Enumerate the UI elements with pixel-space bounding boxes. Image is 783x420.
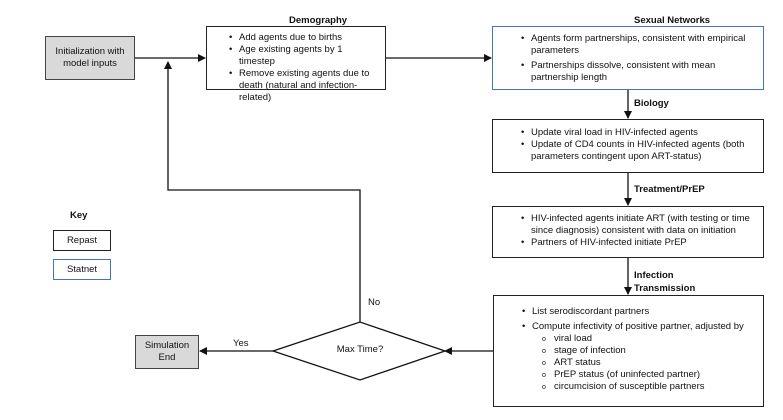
treatment-box: HIV-infected agents initiate ART (with t… — [492, 206, 764, 258]
infection-title-line2: Transmission — [634, 283, 696, 294]
demography-list: Add agents due to births Age existing ag… — [227, 32, 379, 104]
demography-box: Add agents due to births Age existing ag… — [206, 26, 386, 103]
infection-item: Compute infectivity of positive partner,… — [522, 321, 757, 333]
simulation-end-box: Simulation End — [135, 335, 199, 369]
infection-box: List serodiscordant partners Compute inf… — [493, 295, 764, 407]
biology-title: Biology — [634, 98, 669, 109]
treatment-item: Partners of HIV-infected initiate PrEP — [521, 237, 757, 249]
yes-label: Yes — [233, 338, 249, 349]
infection-subitem: circumcision of susceptible partners — [542, 381, 757, 394]
infection-subitem: PrEP status (of uninfected partner) — [542, 369, 757, 382]
key-statnet-label: Statnet — [66, 263, 98, 275]
key-statnet-box: Statnet — [53, 259, 111, 280]
biology-box: Update viral load in HIV-infected agents… — [492, 119, 764, 173]
demography-item: Add agents due to births — [229, 32, 379, 44]
infection-sublist: viral load stage of infection ART status… — [520, 333, 757, 394]
key-repast-label: Repast — [66, 234, 98, 246]
biology-item: Update of CD4 counts in HIV-infected age… — [521, 139, 757, 163]
biology-item: Update viral load in HIV-infected agents — [521, 127, 757, 139]
infection-subitem: ART status — [542, 357, 757, 370]
key-repast-box: Repast — [53, 230, 111, 251]
demography-title: Demography — [289, 15, 348, 26]
treatment-list: HIV-infected agents initiate ART (with t… — [519, 213, 757, 249]
no-label: No — [368, 297, 381, 308]
infection-title-line1: Infection — [634, 270, 674, 281]
key-title: Key — [70, 210, 88, 221]
simulation-end-text: Simulation End — [144, 340, 190, 363]
sexual-networks-item: Agents form partnerships, consistent wit… — [521, 33, 757, 57]
demography-item: Age existing agents by 1 timestep — [229, 44, 379, 68]
decision-diamond — [270, 321, 448, 381]
treatment-item: HIV-infected agents initiate ART (with t… — [521, 213, 757, 237]
initialization-text: Initialization with model inputs — [55, 46, 125, 69]
treatment-title: Treatment/PrEP — [634, 184, 705, 195]
sexual-networks-box: Agents form partnerships, consistent wit… — [492, 26, 764, 90]
infection-item: List serodiscordant partners — [522, 306, 757, 318]
arrow-loop-back — [164, 61, 361, 322]
sexual-networks-title: Sexual Networks — [634, 15, 711, 26]
infection-subitem: viral load — [542, 333, 757, 346]
demography-item: Remove existing agents due to death (nat… — [229, 68, 379, 104]
sexual-networks-list: Agents form partnerships, consistent wit… — [519, 33, 757, 84]
biology-list: Update viral load in HIV-infected agents… — [519, 127, 757, 163]
infection-subitem: stage of infection — [542, 345, 757, 358]
initialization-box: Initialization with model inputs — [45, 36, 135, 80]
decision-label: Max Time? — [336, 344, 384, 355]
infection-list: List serodiscordant partners Compute inf… — [520, 306, 757, 333]
sexual-networks-item: Partnerships dissolve, consistent with m… — [521, 60, 757, 84]
